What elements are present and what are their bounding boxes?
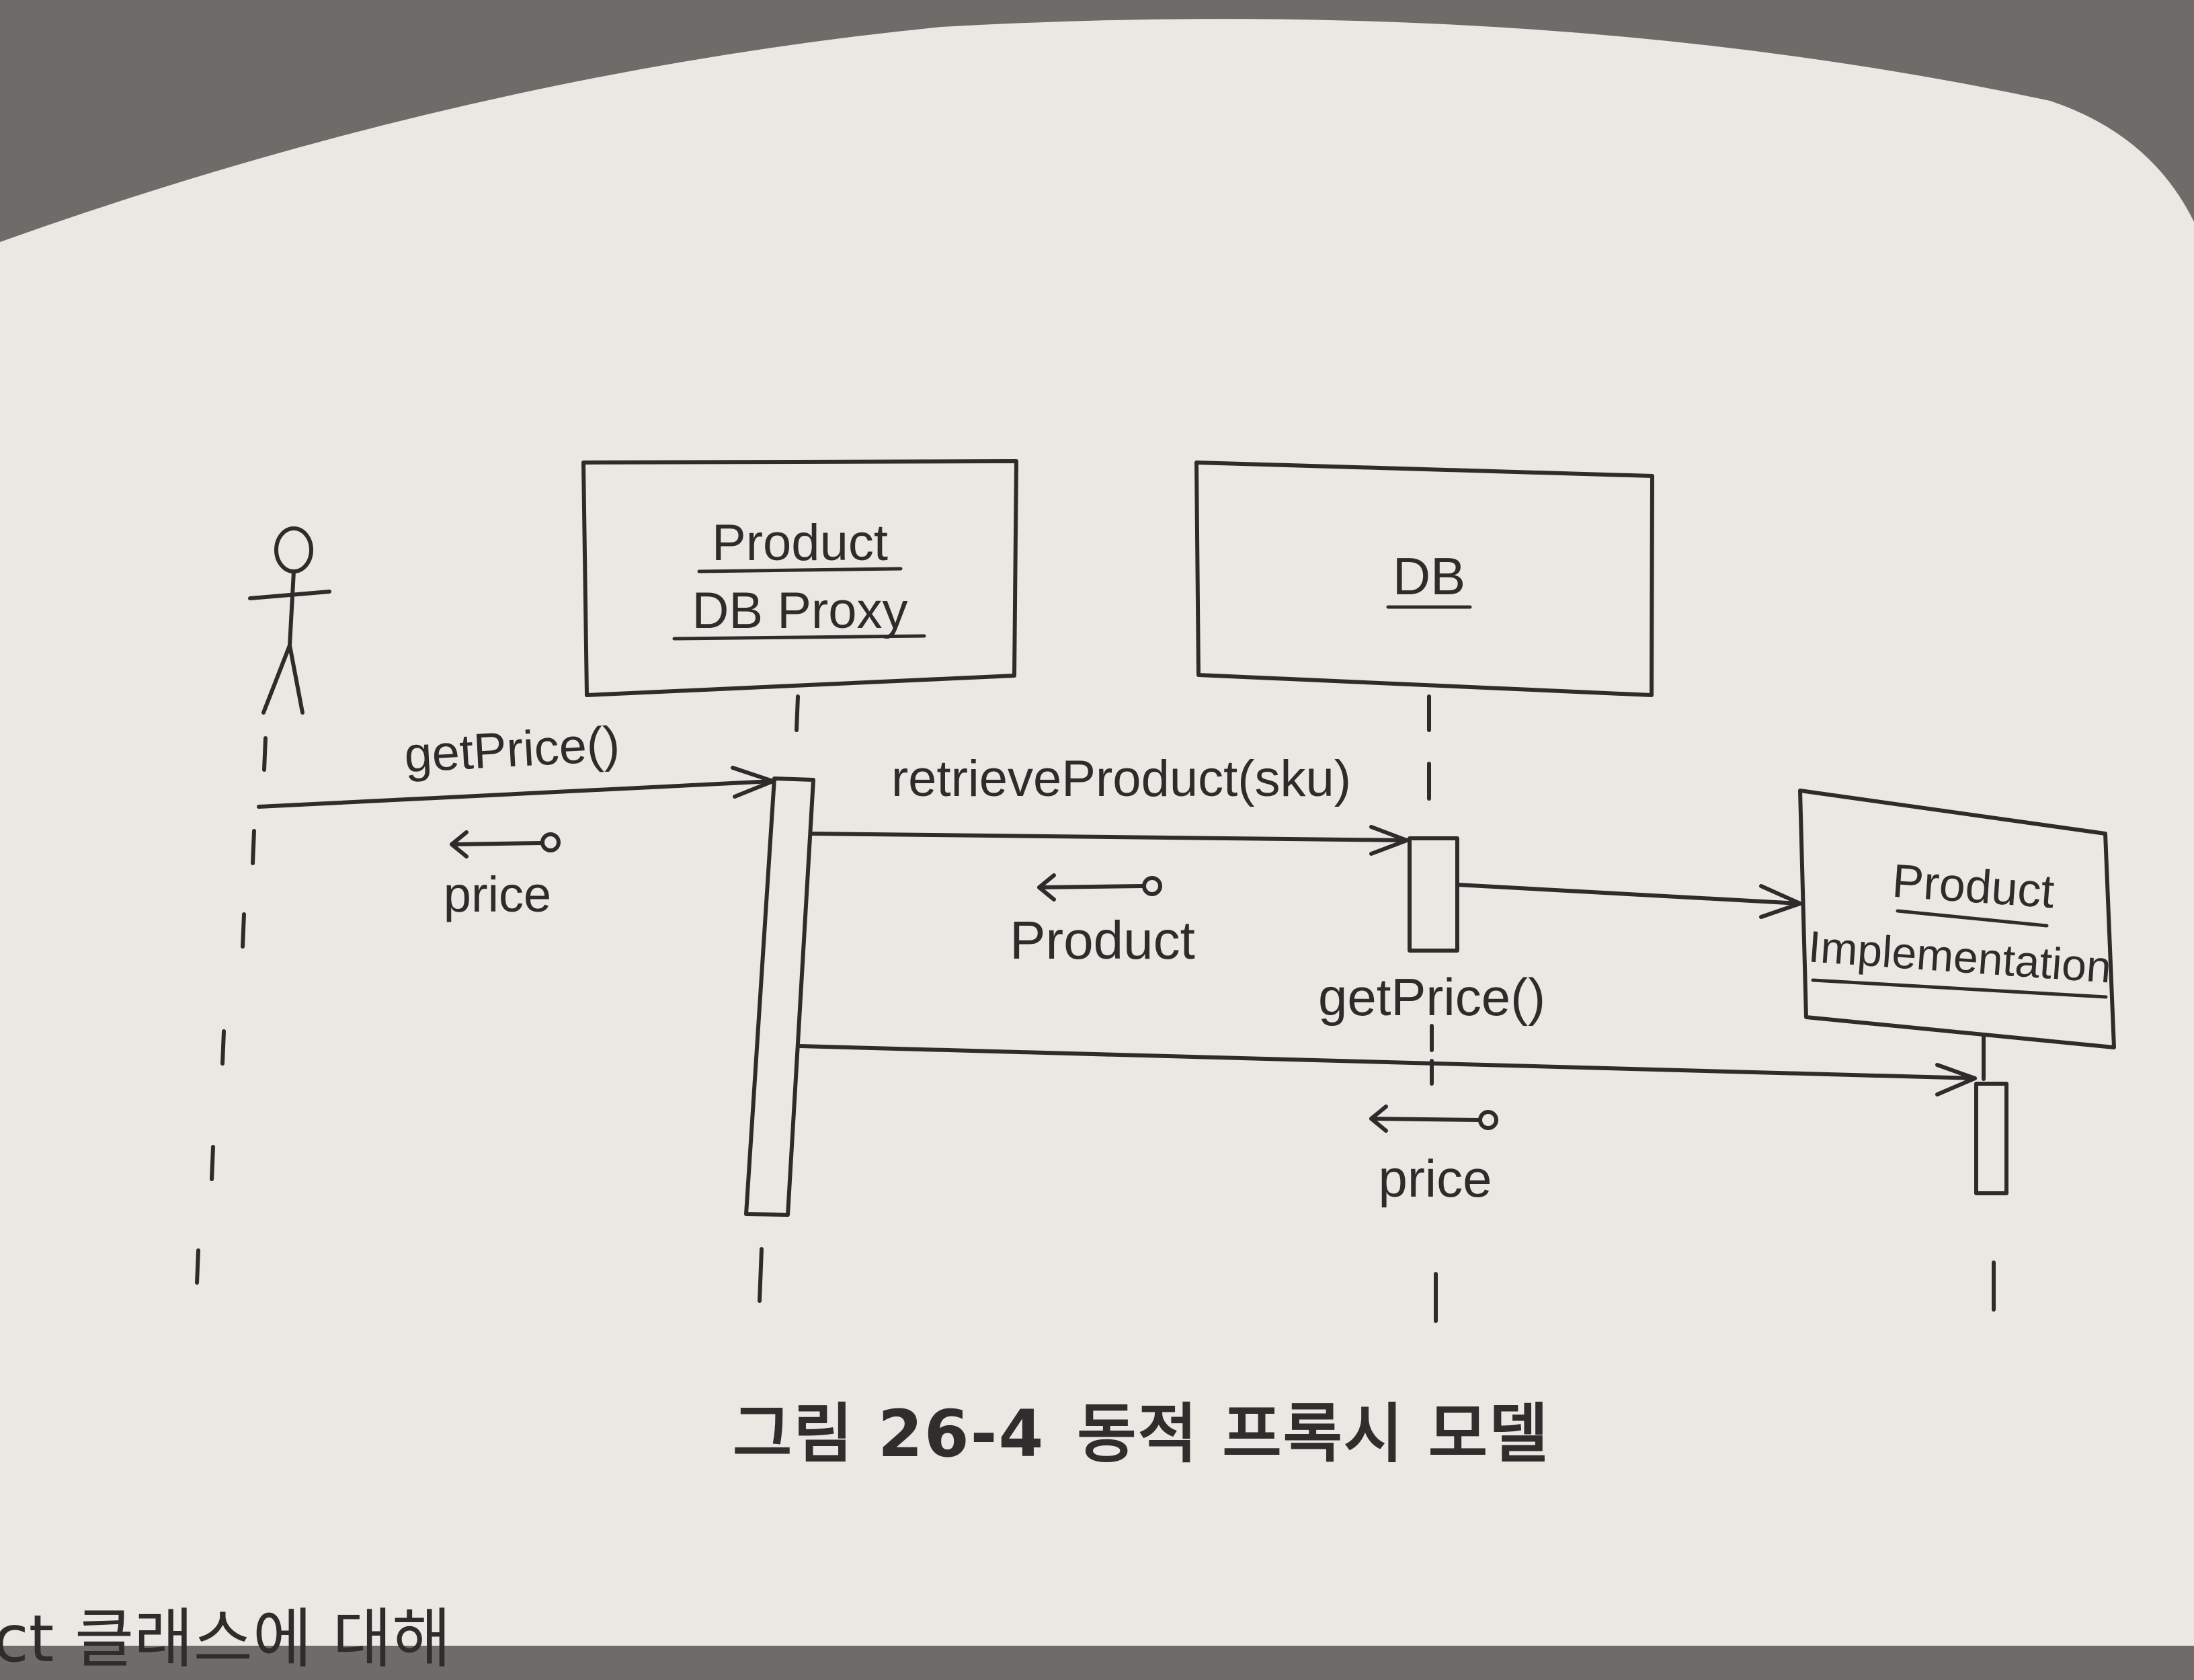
caption-number: 그림 26-4 (733, 1396, 1045, 1472)
proxy-lifeline (758, 694, 800, 1303)
return-price-2-arrow (1369, 1105, 1498, 1133)
return-price-2-label: price (1378, 1149, 1492, 1208)
db-label: DB (1393, 547, 1465, 606)
impl-lifeline (1982, 1033, 1996, 1312)
message-impl-getprice-label: getPrice() (1318, 967, 1545, 1027)
db-activation-bar (1408, 836, 1459, 953)
proxy-activation-bar (744, 776, 815, 1217)
impl-label-line1: Product (1891, 854, 2056, 918)
participant-box-product-implementation (1798, 789, 2116, 1049)
caption-title: 동적 프록시 모델 (1077, 1396, 1550, 1472)
return-price-1-label: price (444, 867, 551, 922)
figure-caption: 그림 26-4 동적 프록시 모델 (733, 1382, 1607, 1475)
participant-box-db (1194, 461, 1654, 697)
actor-stick-figure (248, 526, 331, 715)
proxy-label-line2: DB Proxy (692, 582, 908, 639)
message-impl-getprice-arrow (798, 1044, 1977, 1096)
page-body-text-fragment: ct 클래스에 대해 (0, 1601, 452, 1677)
message-getprice-arrow (257, 766, 775, 809)
proxy-label-line1: Product (712, 514, 888, 571)
message-retrieveproduct-label: retrieveProduct(sku) (891, 750, 1351, 807)
book-page: Product DB Proxy DB Product Implementati… (0, 19, 2194, 1646)
message-retrieveproduct-arrow (809, 825, 1409, 856)
sequence-diagram (195, 459, 2116, 1323)
message-create-arrow (1455, 883, 1802, 919)
impl-activation-bar (1974, 1082, 2008, 1195)
return-product-arrow (1037, 873, 1162, 902)
participant-box-product-db-proxy (581, 459, 1018, 697)
message-getprice-label: getPrice() (403, 716, 621, 783)
return-price-1-arrow (450, 830, 561, 858)
actor-lifeline (195, 736, 268, 1285)
return-product-label: Product (1010, 910, 1195, 970)
